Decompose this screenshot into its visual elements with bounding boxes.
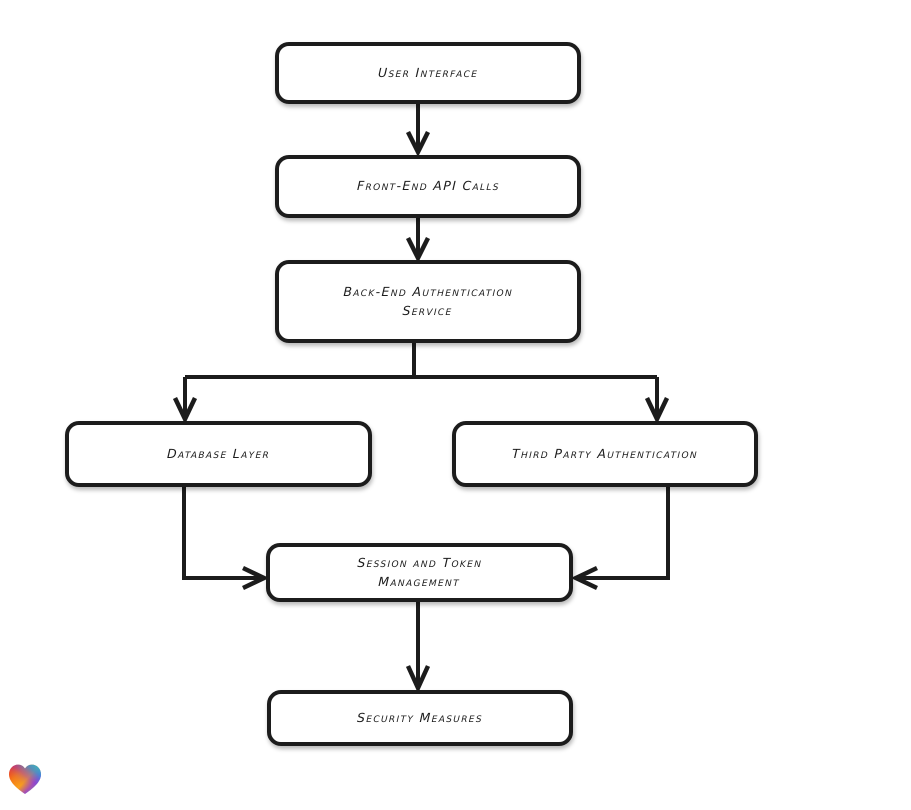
edge-fork-to-database-layer: [172, 377, 198, 425]
heart-icon: [9, 764, 41, 794]
edge-database-layer-to-session-token: [182, 487, 270, 591]
edge-backend-auth-fork: [185, 343, 657, 379]
node-backend-authentication-service-label: Back-End Authentication Service: [343, 283, 514, 318]
edge-frontend-api-to-backend-auth: [405, 218, 431, 264]
node-third-party-authentication-label: Third Party Authentication: [511, 445, 699, 461]
node-user-interface-label: User Interface: [377, 64, 479, 80]
node-security-measures-label: Security Measures: [356, 709, 484, 725]
node-user-interface[interactable]: User Interface: [275, 42, 581, 104]
edge-user-interface-to-frontend-api: [405, 104, 431, 158]
edge-third-party-auth-to-session-token: [570, 487, 670, 591]
edge-session-token-to-security-measures: [405, 602, 431, 694]
node-frontend-api-calls-label: Front-End API Calls: [356, 178, 500, 194]
edge-fork-to-third-party-auth: [644, 377, 670, 425]
node-third-party-authentication[interactable]: Third Party Authentication: [452, 421, 758, 487]
node-database-layer[interactable]: Database Layer: [65, 421, 372, 487]
node-session-and-token-management[interactable]: Session and Token Management: [266, 543, 573, 602]
node-backend-authentication-service[interactable]: Back-End Authentication Service: [275, 260, 581, 343]
node-frontend-api-calls[interactable]: Front-End API Calls: [275, 155, 581, 218]
node-session-and-token-management-label: Session and Token Management: [357, 554, 483, 589]
node-database-layer-label: Database Layer: [166, 445, 271, 461]
node-security-measures[interactable]: Security Measures: [267, 690, 573, 746]
